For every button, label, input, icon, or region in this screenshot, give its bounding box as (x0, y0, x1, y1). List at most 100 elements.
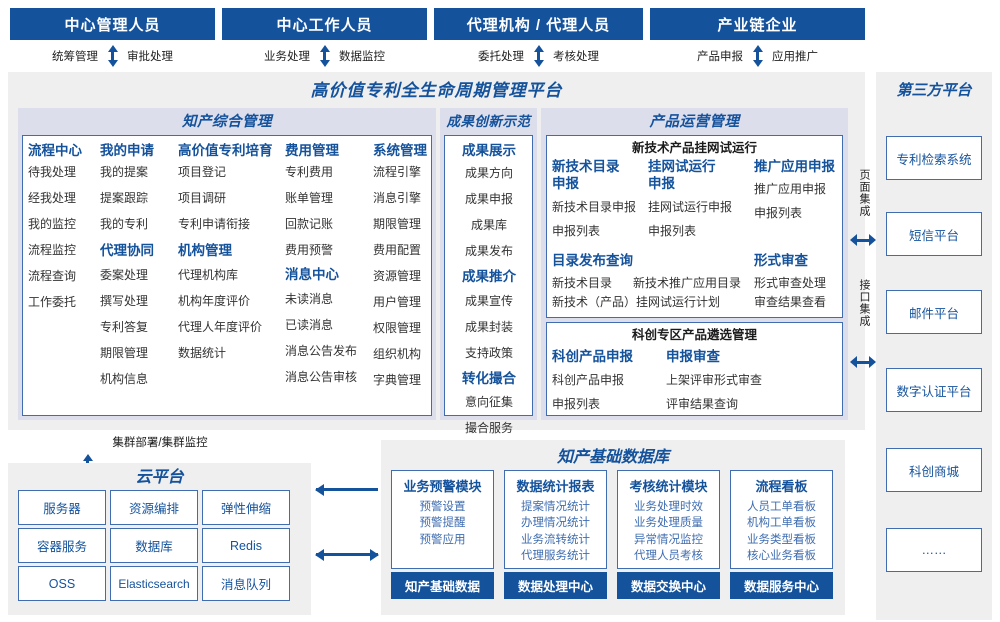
menu-item[interactable]: 项目登记 (178, 165, 227, 180)
db-item[interactable]: 预警应用 (419, 533, 466, 546)
menu-item[interactable]: 我的专利 (100, 217, 149, 232)
menu-item[interactable]: 资源管理 (373, 269, 422, 284)
menu-item[interactable]: 字典管理 (373, 373, 422, 388)
db-item[interactable]: 业务处理时效 (634, 501, 703, 513)
db-item[interactable]: 预警提醒 (419, 517, 466, 530)
cloud-item-2[interactable]: 弹性伸缩 (202, 490, 290, 525)
db-item[interactable]: 业务处理质量 (634, 517, 703, 530)
cloud-item-6[interactable]: OSS (18, 566, 106, 601)
third-party-item-2[interactable]: 邮件平台 (886, 290, 982, 334)
menu-item[interactable]: 机构信息 (100, 371, 149, 386)
cloud-item-3[interactable]: 容器服务 (18, 528, 106, 563)
menu-item[interactable]: 专利答复 (100, 319, 149, 334)
menu-item[interactable]: 成果封装 (464, 319, 513, 334)
db-item[interactable]: 业务类型看板 (747, 533, 816, 546)
menu-item[interactable]: 评审结果查询 (666, 397, 739, 412)
role-bar-2[interactable]: 代理机构 / 代理人员 (434, 8, 643, 40)
role-bar-3[interactable]: 产业链企业 (650, 8, 865, 40)
menu-item[interactable]: 撰写处理 (100, 293, 149, 308)
menu-item[interactable]: 流程监控 (28, 243, 77, 258)
cloud-item-5[interactable]: Redis (202, 528, 290, 563)
cloud-item-7[interactable]: Elasticsearch (110, 566, 198, 601)
cloud-item-4[interactable]: 数据库 (110, 528, 198, 563)
menu-item[interactable]: 申报列表 (552, 397, 601, 412)
db-item[interactable]: 预警设置 (419, 501, 466, 513)
menu-item[interactable]: 申报列表 (648, 223, 697, 238)
menu-item[interactable]: 已读消息 (285, 317, 334, 332)
db-item[interactable]: 办理情况统计 (521, 517, 590, 530)
menu-item[interactable]: 申报列表 (552, 223, 601, 238)
menu-item[interactable]: 专利费用 (285, 165, 334, 180)
menu-item[interactable]: 费用预警 (285, 243, 334, 258)
third-party-item-3[interactable]: 数字认证平台 (886, 368, 982, 412)
menu-item[interactable]: 期限管理 (100, 345, 149, 360)
menu-item[interactable]: 用户管理 (373, 295, 422, 310)
third-party-item-0[interactable]: 专利检索系统 (886, 136, 982, 180)
menu-item[interactable]: 经我处理 (28, 191, 77, 206)
menu-item[interactable]: 推广应用申报 (754, 182, 827, 197)
menu-item[interactable]: 支持政策 (464, 345, 513, 360)
cloud-item-0[interactable]: 服务器 (18, 490, 106, 525)
db-item[interactable]: 业务流转统计 (521, 533, 590, 546)
menu-item[interactable]: 形式审查处理 (754, 276, 827, 290)
menu-item[interactable]: 数据统计 (178, 345, 227, 360)
menu-item[interactable]: 新技术目录申报 (552, 199, 637, 214)
db-footer-2[interactable]: 数据交换中心 (617, 572, 720, 599)
menu-item[interactable]: 流程引擎 (373, 165, 422, 180)
db-item[interactable]: 异常情况监控 (634, 533, 703, 546)
db-item[interactable]: 核心业务看板 (747, 549, 816, 562)
menu-item[interactable]: 成果宣传 (464, 293, 513, 308)
menu-item[interactable]: 新技术目录 (552, 276, 613, 290)
db-footer-0[interactable]: 知产基础数据 (391, 572, 494, 599)
menu-item[interactable]: 专利申请衔接 (178, 217, 251, 232)
menu-item[interactable]: 我的监控 (28, 217, 77, 232)
menu-item[interactable]: 挂网试运行申报 (648, 199, 733, 214)
menu-item[interactable]: 消息公告发布 (285, 343, 358, 358)
third-party-item-4[interactable]: 科创商城 (886, 448, 982, 492)
menu-item[interactable]: 我的提案 (100, 165, 149, 180)
menu-item[interactable]: 成果方向 (464, 166, 513, 181)
menu-item[interactable]: 申报列表 (754, 206, 803, 221)
menu-item[interactable]: 成果库 (470, 218, 507, 233)
menu-item[interactable]: 新技术（产品）挂网试运行计划 (552, 295, 721, 309)
menu-item[interactable]: 待我处理 (28, 165, 77, 180)
db-item[interactable]: 代理人员考核 (634, 549, 703, 562)
menu-item[interactable]: 组织机构 (373, 347, 422, 362)
role-bar-1[interactable]: 中心工作人员 (222, 8, 427, 40)
third-party-item-1[interactable]: 短信平台 (886, 212, 982, 256)
menu-item[interactable]: 新技术推广应用目录 (633, 276, 742, 290)
menu-item[interactable]: 流程查询 (28, 269, 77, 284)
menu-item[interactable]: 提案跟踪 (100, 191, 149, 206)
menu-item[interactable]: 消息引擎 (373, 191, 422, 206)
db-item[interactable]: 提案情况统计 (521, 501, 590, 513)
menu-item[interactable]: 项目调研 (178, 191, 227, 206)
cloud-item-1[interactable]: 资源编排 (110, 490, 198, 525)
menu-item[interactable]: 上架评审形式审查 (666, 373, 763, 388)
db-item[interactable]: 机构工单看板 (747, 517, 816, 530)
menu-item[interactable]: 成果发布 (464, 244, 513, 259)
menu-item[interactable]: 工作委托 (28, 295, 77, 310)
cloud-item-8[interactable]: 消息队列 (202, 566, 290, 601)
menu-item[interactable]: 撮合服务 (464, 420, 513, 435)
menu-item[interactable]: 未读消息 (285, 291, 334, 306)
menu-item[interactable]: 费用配置 (373, 243, 422, 258)
menu-item[interactable]: 代理机构库 (178, 267, 239, 282)
db-footer-3[interactable]: 数据服务中心 (730, 572, 833, 599)
menu-item[interactable]: 期限管理 (373, 217, 422, 232)
role-bar-0[interactable]: 中心管理人员 (10, 8, 215, 40)
menu-item[interactable]: 机构年度评价 (178, 293, 251, 308)
menu-item[interactable]: 代理人年度评价 (178, 319, 263, 334)
menu-item[interactable]: 成果申报 (464, 192, 513, 207)
db-item[interactable]: 代理服务统计 (521, 549, 590, 562)
third-party-item-5[interactable]: …… (886, 528, 982, 572)
menu-item[interactable]: 委案处理 (100, 267, 149, 282)
db-item[interactable]: 人员工单看板 (747, 501, 816, 513)
menu-item[interactable]: 意向征集 (464, 394, 513, 409)
db-footer-1[interactable]: 数据处理中心 (504, 572, 607, 599)
menu-item[interactable]: 消息公告审核 (285, 369, 358, 384)
menu-item[interactable]: 回款记账 (285, 217, 334, 232)
menu-item[interactable]: 权限管理 (373, 321, 422, 336)
menu-item[interactable]: 科创产品申报 (552, 373, 625, 388)
menu-item[interactable]: 账单管理 (285, 191, 334, 206)
menu-item[interactable]: 审查结果查看 (754, 295, 827, 309)
